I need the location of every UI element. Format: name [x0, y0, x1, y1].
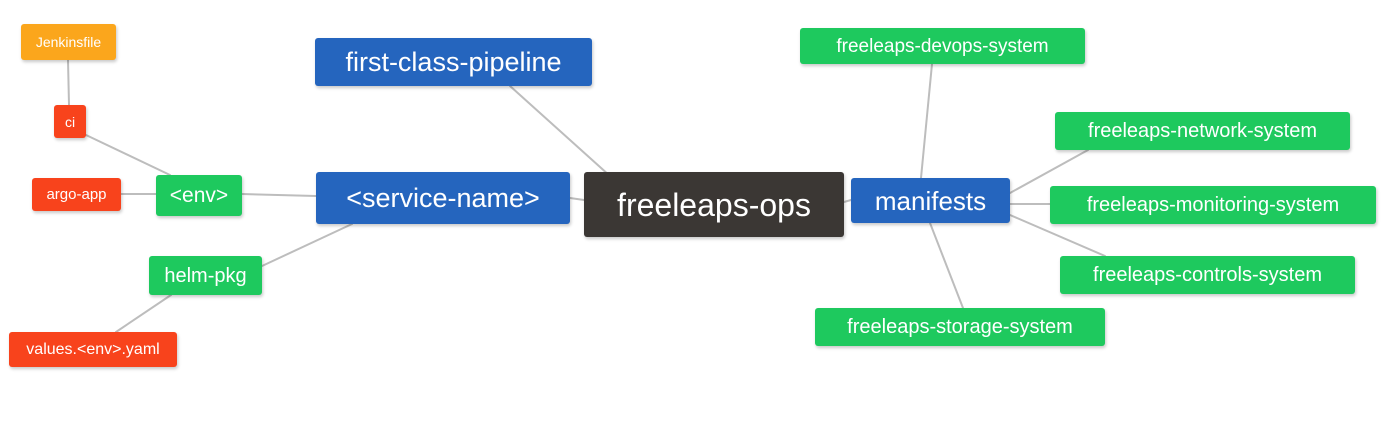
node-label-env: <env>	[169, 184, 229, 207]
node-label-freeleaps-network-system: freeleaps-network-system	[1088, 120, 1317, 142]
mindmap-node-first-class-pipeline[interactable]: first-class-pipeline	[315, 38, 592, 86]
node-label-freeleaps-monitoring-system: freeleaps-monitoring-system	[1086, 194, 1340, 216]
node-label-freeleaps-storage-system: freeleaps-storage-system	[847, 316, 1073, 338]
node-label-first-class-pipeline: first-class-pipeline	[345, 46, 562, 77]
edge-service-name-to-env	[241, 193, 317, 197]
edge-ci-to-jenkinsfile	[67, 59, 70, 106]
mindmap-node-freeleaps-network-system[interactable]: freeleaps-network-system	[1055, 112, 1350, 150]
node-label-freeleaps-controls-system: freeleaps-controls-system	[1093, 264, 1322, 286]
mindmap-node-service-name[interactable]: <service-name>	[316, 172, 570, 224]
mindmap-node-values-env-yaml[interactable]: values.<env>.yaml	[9, 332, 177, 367]
node-label-ci: ci	[64, 113, 76, 130]
mindmap-node-freeleaps-ops[interactable]: freeleaps-ops	[584, 172, 844, 237]
node-label-service-name: <service-name>	[346, 182, 540, 213]
mindmap-node-manifests[interactable]: manifests	[851, 178, 1010, 223]
mindmap-node-freeleaps-controls-system[interactable]: freeleaps-controls-system	[1060, 256, 1355, 294]
mindmap-node-freeleaps-monitoring-system[interactable]: freeleaps-monitoring-system	[1050, 186, 1376, 224]
mindmap-node-helm-pkg[interactable]: helm-pkg	[149, 256, 262, 295]
mindmap-node-freeleaps-devops-system[interactable]: freeleaps-devops-system	[800, 28, 1085, 64]
edge-freeleaps-ops-to-first-class-pipeline	[509, 85, 611, 177]
edge-freeleaps-ops-to-service-name	[569, 197, 585, 201]
node-label-freeleaps-ops: freeleaps-ops	[617, 186, 811, 223]
edge-manifests-to-freeleaps-devops-system	[920, 63, 933, 179]
node-label-argo-app: argo-app	[46, 186, 107, 203]
mindmap-node-argo-app[interactable]: argo-app	[32, 178, 121, 211]
node-label-manifests: manifests	[874, 185, 987, 216]
edge-freeleaps-ops-to-manifests	[843, 199, 852, 203]
node-label-freeleaps-devops-system: freeleaps-devops-system	[836, 35, 1049, 57]
mindmap-node-jenkinsfile[interactable]: Jenkinsfile	[21, 24, 116, 60]
node-label-jenkinsfile: Jenkinsfile	[35, 34, 102, 50]
node-label-helm-pkg: helm-pkg	[164, 264, 247, 287]
edge-env-to-ci	[85, 134, 171, 176]
edge-manifests-to-freeleaps-storage-system	[929, 222, 964, 309]
mindmap-node-env[interactable]: <env>	[156, 175, 242, 216]
edge-helm-pkg-to-values-env-yaml	[115, 294, 172, 333]
edge-service-name-to-helm-pkg	[261, 223, 353, 267]
mindmap-node-freeleaps-storage-system[interactable]: freeleaps-storage-system	[815, 308, 1105, 346]
mindmap-node-ci[interactable]: ci	[54, 105, 86, 138]
node-label-values-env-yaml: values.<env>.yaml	[26, 340, 160, 358]
